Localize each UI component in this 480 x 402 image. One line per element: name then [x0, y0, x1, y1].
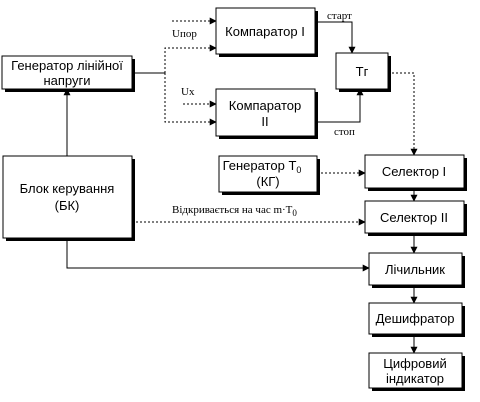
start-label: старт [327, 10, 352, 22]
comparator-1-block: Компаратор I [215, 7, 318, 57]
stop-label: стоп [334, 126, 355, 138]
control-label-2: (БК) [55, 198, 80, 213]
start-line [315, 21, 356, 54]
indicator-block: Цифровий індикатор [368, 352, 465, 391]
generator-t0-label-2: (КГ) [256, 174, 279, 189]
comparator-2-label-2: II [261, 114, 268, 129]
generator-line-label-1: Генератор лінійної [11, 58, 123, 73]
comparator-2-block: Компаратор II [215, 88, 318, 139]
u-x-label: Ux [181, 86, 195, 98]
counter-block: Лічильник [368, 252, 465, 288]
u-threshold-label: Uпор [172, 28, 197, 40]
gen-to-comp1-line [164, 44, 217, 73]
comparator-1-label: Компаратор I [225, 24, 305, 39]
gen-to-comp2-line [164, 73, 217, 126]
indicator-label-1: Цифровий [383, 356, 446, 371]
generator-line-label-2: напруги [43, 73, 90, 88]
stop-line [315, 88, 364, 123]
generator-t0-block: Генератор T0 (КГ) [218, 155, 320, 195]
generator-line-voltage-block: Генератор лінійної напруги [1, 55, 135, 92]
tg-label: Тг [356, 64, 369, 79]
counter-label: Лічильник [385, 262, 445, 277]
open-time-label: Відкривається на час m·T0 [172, 204, 297, 218]
selector-1-label: Селектор I [382, 164, 446, 179]
selector-2-block: Селектор II [364, 200, 467, 236]
control-to-counter-line [66, 238, 370, 272]
control-block: Блок керування (БК) [2, 155, 135, 241]
decoder-block: Дешифратор [368, 302, 465, 337]
decoder-label: Дешифратор [376, 311, 455, 326]
selector-2-label: Селектор II [380, 210, 448, 225]
tg-to-selector1-line [388, 72, 418, 156]
control-label-1: Блок керування [20, 181, 115, 196]
comparator-2-label-1: Компаратор [229, 98, 301, 113]
indicator-label-2: індикатор [386, 371, 444, 386]
tg-block: Тг [335, 52, 391, 92]
generator-t0-label-1: Генератор T0 [223, 158, 302, 175]
selector-1-block: Селектор I [364, 154, 467, 191]
